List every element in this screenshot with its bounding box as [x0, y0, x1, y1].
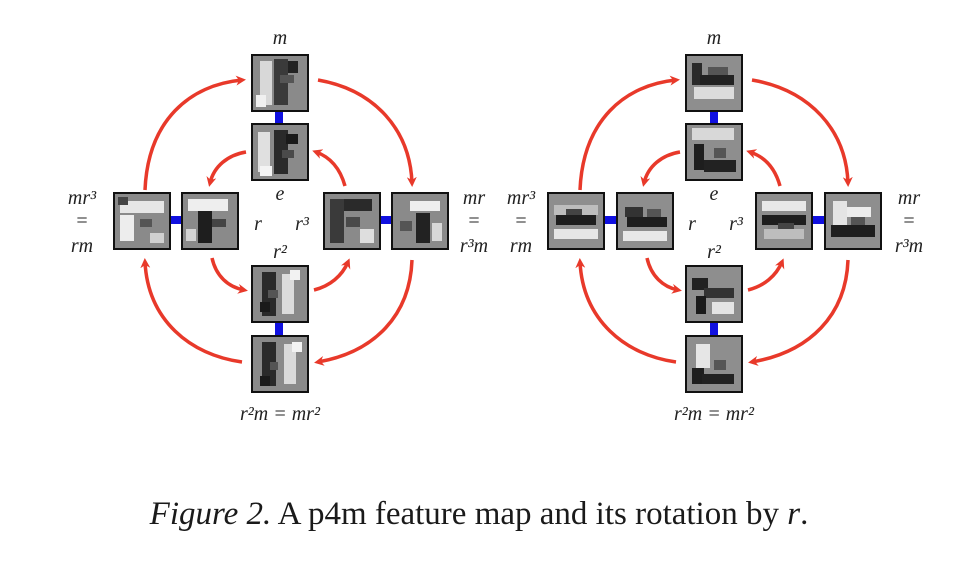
arrow	[575, 258, 677, 364]
label-left-eq: =	[76, 210, 87, 232]
tile-r	[181, 192, 239, 250]
label-right-top: mr	[898, 187, 920, 209]
arrow	[578, 75, 680, 191]
label-e: e	[710, 183, 719, 205]
arrow	[746, 149, 782, 187]
arrow	[313, 258, 351, 292]
arrow	[206, 150, 247, 187]
arrow	[640, 150, 681, 187]
label-right-eq: =	[903, 210, 914, 232]
tile-r2m	[251, 335, 309, 393]
tile-m	[251, 54, 309, 112]
arrow	[314, 259, 414, 366]
arrow	[645, 257, 682, 294]
caption-variable: r	[787, 496, 801, 532]
label-right-eq: =	[468, 210, 479, 232]
arrow	[312, 149, 347, 187]
connector	[275, 110, 283, 124]
connector	[710, 110, 718, 124]
label-left-bottom: rm	[510, 235, 532, 257]
label-r: r	[688, 213, 696, 235]
caption-figure-label: Figure 2.	[149, 496, 272, 532]
arrow	[317, 78, 417, 187]
tile-mr3	[547, 192, 605, 250]
label-left-bottom: rm	[71, 235, 93, 257]
tile-mr	[391, 192, 449, 250]
label-bottom: r²m = mr²	[674, 403, 755, 425]
label-left-top: mr³	[507, 187, 536, 209]
label-r2: r²	[707, 241, 722, 263]
tile-m	[685, 54, 743, 112]
tile-mr	[824, 192, 882, 250]
label-r3: r³	[729, 213, 744, 235]
label-r: r	[254, 213, 262, 235]
connector	[380, 216, 392, 224]
caption-text: A p4m feature map and its rotation by	[271, 496, 788, 532]
tile-r2m	[685, 335, 743, 393]
arrow	[748, 259, 850, 366]
label-right-top: mr	[463, 187, 485, 209]
label-top: m	[273, 27, 287, 49]
label-right-bottom: r³m	[895, 235, 923, 257]
tile-e	[251, 123, 309, 181]
arrow	[143, 75, 246, 191]
tile-e	[685, 123, 743, 181]
tile-r3	[323, 192, 381, 250]
label-left-top: mr³	[68, 187, 97, 209]
label-top: m	[707, 27, 721, 49]
label-right-bottom: r³m	[460, 235, 488, 257]
connector	[605, 216, 617, 224]
connector	[710, 321, 718, 335]
tile-r	[616, 192, 674, 250]
label-e: e	[276, 183, 285, 205]
label-left-eq: =	[515, 210, 526, 232]
arrow	[140, 258, 243, 364]
tile-r2	[251, 265, 309, 323]
tile-r2	[685, 265, 743, 323]
label-bottom: r²m = mr²	[240, 403, 321, 425]
label-r2: r²	[273, 241, 288, 263]
connector	[275, 321, 283, 335]
arrow	[747, 258, 785, 292]
figure-canvas: m e r r³ r² mr³ = rm mr = r³m r²m = mr²	[68, 27, 923, 425]
arrow	[751, 78, 853, 187]
panel-left: m e r r³ r² mr³ = rm mr = r³m r²m = mr²	[68, 27, 488, 425]
arrow	[210, 257, 248, 294]
figure-caption: Figure 2. A p4m feature map and its rota…	[0, 496, 958, 533]
label-r3: r³	[295, 213, 310, 235]
caption-period: .	[800, 496, 809, 532]
tile-mr3	[113, 192, 171, 250]
connector	[813, 216, 825, 224]
tile-r3	[755, 192, 813, 250]
panel-right: m e r r³ r² mr³ = rm mr = r³m r²m = mr²	[507, 27, 923, 425]
connector	[170, 216, 182, 224]
